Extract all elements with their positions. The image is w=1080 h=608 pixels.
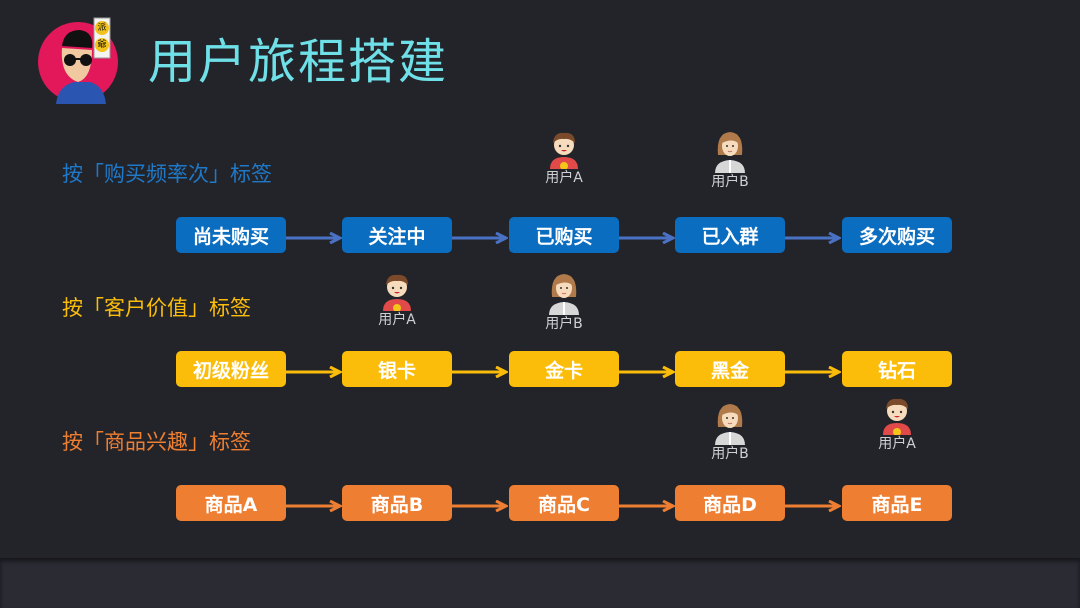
girl-icon (549, 274, 579, 315)
arrow-right-icon (619, 229, 677, 245)
arrow-right-icon (286, 497, 344, 513)
user-name: 用户A (878, 436, 916, 452)
user-marker: 用户A (867, 395, 927, 453)
banner-char-1: 派 (95, 21, 109, 35)
arrow-right-icon (785, 363, 843, 379)
boy-icon (383, 274, 411, 311)
journey-step: 金卡 (509, 351, 619, 387)
journey-step: 商品C (509, 485, 619, 521)
user-name: 用户A (378, 312, 416, 328)
boy-icon (550, 132, 578, 169)
journey-step: 银卡 (342, 351, 452, 387)
logo-avatar: 派 爺 (38, 17, 118, 104)
arrow-right-icon (286, 229, 344, 245)
user-name: 用户B (545, 316, 583, 332)
arrow-right-icon (619, 363, 677, 379)
journey-step: 已入群 (675, 217, 785, 253)
user-marker: 用户B (534, 271, 594, 333)
journey-step: 商品A (176, 485, 286, 521)
slide: 派 爺 用户旅程搭建 按「购买频率次」标签尚未购买 关注中 已购买 已入群 多次购买 用… (38, 17, 952, 521)
arrow-right-icon (452, 497, 510, 513)
arrow-right-icon (785, 229, 843, 245)
journey-step: 钻石 (842, 351, 952, 387)
arrow-right-icon (619, 497, 677, 513)
arrow-right-icon (785, 497, 843, 513)
journey-step: 黑金 (675, 351, 785, 387)
journey-step: 尚未购买 (176, 217, 286, 253)
section-label: 按「客户价值」标签 (62, 296, 251, 320)
girl-icon (715, 404, 745, 445)
user-marker: 用户B (700, 129, 760, 191)
journey-step: 商品D (675, 485, 785, 521)
section-label: 按「商品兴趣」标签 (62, 430, 251, 454)
arrow-right-icon (452, 229, 510, 245)
user-name: 用户B (711, 446, 749, 462)
user-name: 用户B (711, 174, 749, 190)
arrow-right-icon (286, 363, 344, 379)
page-title: 用户旅程搭建 (148, 34, 449, 90)
banner-char-2: 爺 (95, 38, 109, 52)
girl-icon (715, 132, 745, 173)
boy-icon (883, 398, 911, 435)
bottom-bar (0, 558, 1080, 608)
journey-step: 多次购买 (842, 217, 952, 253)
user-marker: 用户A (367, 271, 427, 329)
user-marker: 用户A (534, 129, 594, 187)
user-name: 用户A (545, 170, 583, 186)
journey-step: 商品E (842, 485, 952, 521)
journey-step: 初级粉丝 (176, 351, 286, 387)
journey-step: 已购买 (509, 217, 619, 253)
arrow-right-icon (452, 363, 510, 379)
journey-step: 商品B (342, 485, 452, 521)
mascot-icon (56, 17, 111, 104)
journey-step: 关注中 (342, 217, 452, 253)
section-label: 按「购买频率次」标签 (62, 162, 272, 186)
user-marker: 用户B (700, 401, 760, 463)
